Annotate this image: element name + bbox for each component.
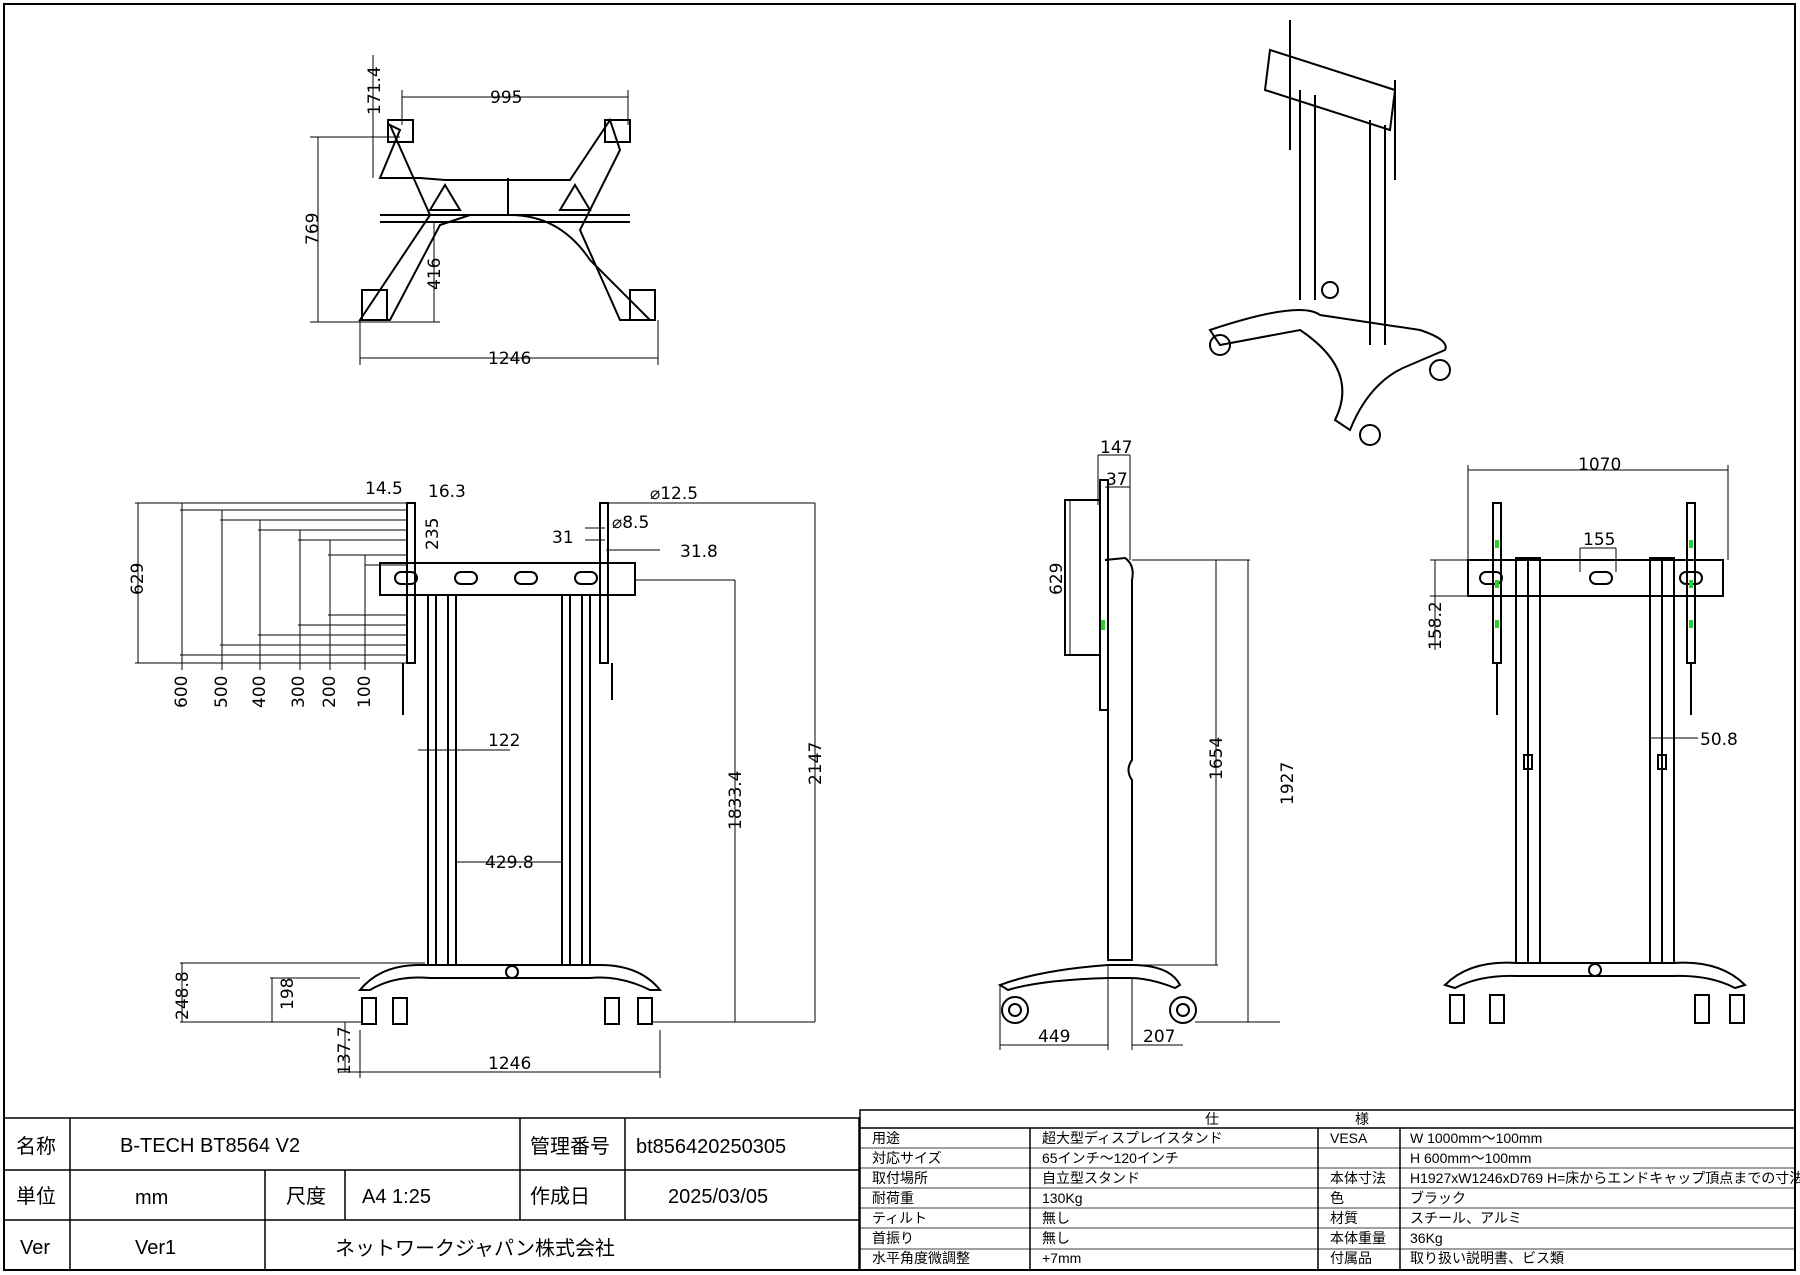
scale-value: A4 1:25	[362, 1186, 431, 1208]
dim-front-31-8: 31.8	[680, 542, 718, 562]
dim-front-12-5: ⌀12.5	[650, 484, 698, 504]
mgmt-label: 管理番号	[530, 1135, 610, 1158]
vesa-height-200: 200	[320, 676, 340, 708]
vesa-height-100: 100	[355, 676, 375, 708]
dim-front-31: 31	[552, 528, 574, 548]
dim-side-37: 37	[1106, 470, 1128, 490]
dim-front-16-3: 16.3	[428, 482, 466, 502]
spec-cell-v2: H1927xW1246xD769 H=床からエンドキャップ頂点までの寸法	[1410, 1170, 1800, 1186]
spec-cell-k1: 首振り	[872, 1230, 914, 1246]
spec-cell-v1: 超大型ディスプレイスタンド	[1042, 1130, 1223, 1146]
front-view	[357, 502, 663, 1025]
spec-cell-v2: 36Kg	[1410, 1230, 1443, 1246]
rear-view-green-marks	[1101, 540, 1693, 630]
name-label: 名称	[16, 1135, 56, 1158]
spec-cell-v1: 65インチ～120インチ	[1042, 1150, 1179, 1166]
spec-cell-v2: ブラック	[1410, 1190, 1466, 1206]
dim-front-8-5: ⌀8.5	[612, 513, 649, 533]
dim-front-629: 629	[128, 563, 148, 595]
rear-view-dims	[1430, 465, 1729, 739]
dim-rear-1070: 1070	[1578, 455, 1621, 475]
vesa-height-300: 300	[289, 676, 309, 708]
dim-side-207: 207	[1143, 1027, 1175, 1047]
dim-top-769: 769	[303, 213, 323, 245]
spec-cell-k1: 用途	[872, 1130, 900, 1146]
dim-top-171: 171.4	[365, 66, 385, 115]
date-value: 2025/03/05	[668, 1186, 768, 1208]
spec-cell-v2: H 600mm～100mm	[1410, 1150, 1531, 1166]
dim-front-137-7: 137.7	[335, 1026, 355, 1075]
dim-rear-155: 155	[1583, 530, 1615, 550]
dim-top-1246: 1246	[488, 349, 531, 369]
spec-cell-k1: 耐荷重	[872, 1190, 914, 1206]
ver-label: Ver	[20, 1237, 50, 1259]
unit-value: mm	[135, 1187, 168, 1209]
dim-front-248-8: 248.8	[173, 971, 193, 1020]
spec-cell-k2: 本体重量	[1330, 1230, 1386, 1246]
dim-front-2147: 2147	[806, 742, 826, 785]
front-view-dims	[135, 502, 816, 1078]
spec-cell-v2: 取り扱い説明書、ビス類	[1410, 1250, 1564, 1266]
dim-side-449: 449	[1038, 1027, 1070, 1047]
dim-front-122: 122	[488, 731, 520, 751]
dim-rear-158-2: 158.2	[1426, 601, 1446, 650]
spec-cell-v1: 無し	[1042, 1210, 1070, 1226]
dim-side-147: 147	[1100, 438, 1132, 458]
scale-label: 尺度	[286, 1185, 326, 1208]
vesa-height-400: 400	[250, 676, 270, 708]
spec-cell-v2: W 1000mm～100mm	[1410, 1130, 1542, 1146]
spec-cell-v1: 自立型スタンド	[1042, 1170, 1140, 1186]
spec-rows: 用途 超大型ディスプレイスタンド VESA W 1000mm～100mm 対応サイズ 65…	[872, 1130, 1800, 1266]
date-label: 作成日	[530, 1185, 590, 1208]
unit-label: 単位	[16, 1185, 56, 1208]
rear-view	[1443, 502, 1747, 1024]
spec-cell-v1: 130Kg	[1042, 1190, 1082, 1206]
dim-front-1833-4: 1833.4	[726, 771, 746, 830]
spec-row-lines	[860, 1147, 1795, 1250]
spec-cell-k2: 本体寸法	[1330, 1170, 1386, 1186]
dim-front-429-8: 429.8	[485, 853, 534, 873]
dim-front-198: 198	[278, 978, 298, 1010]
side-view-dims	[999, 454, 1280, 1050]
vesa-height-600: 600	[172, 676, 192, 708]
dim-front-1246: 1246	[488, 1054, 531, 1074]
spec-cell-k1: 取付場所	[872, 1170, 928, 1186]
spec-cell-k2: 材質	[1330, 1210, 1358, 1226]
top-view-dims	[310, 55, 659, 365]
title-block	[3, 1117, 860, 1271]
dim-side-1654: 1654	[1207, 737, 1227, 780]
mgmt-value: bt856420250305	[636, 1136, 786, 1158]
dim-front-235: 235	[423, 518, 443, 550]
spec-cell-k2: VESA	[1330, 1130, 1368, 1146]
dim-side-629: 629	[1047, 563, 1067, 595]
dim-side-1927: 1927	[1278, 762, 1298, 805]
spec-cell-k2: 色	[1330, 1190, 1344, 1206]
vesa-height-labels: 600 500 400 300 200 100	[172, 676, 375, 708]
top-view	[358, 117, 656, 321]
dim-front-14-5: 14.5	[365, 479, 403, 499]
dim-top-416: 416	[425, 258, 445, 290]
dim-rear-50-8: 50.8	[1700, 730, 1738, 750]
vesa-height-500: 500	[212, 676, 232, 708]
isometric-view	[1208, 20, 1451, 446]
company-name: ネットワークジャパン株式会社	[335, 1237, 615, 1260]
spec-cell-k1: 対応サイズ	[872, 1150, 942, 1166]
spec-cell-k2: 付属品	[1330, 1250, 1372, 1266]
spec-header-left: 仕	[1205, 1111, 1219, 1127]
spec-cell-k1: 水平角度微調整	[872, 1250, 970, 1266]
ver-value: Ver1	[135, 1237, 176, 1259]
spec-header-right: 様	[1355, 1111, 1369, 1127]
spec-cell-k1: ティルト	[872, 1210, 927, 1226]
spec-cell-v2: スチール、アルミ	[1410, 1210, 1522, 1226]
name-value: B-TECH BT8564 V2	[120, 1135, 300, 1157]
dim-top-995: 995	[490, 88, 522, 108]
spec-cell-v1: +7mm	[1042, 1250, 1081, 1266]
spec-table	[859, 1109, 1796, 1271]
side-view	[997, 479, 1197, 1024]
spec-cell-v1: 無し	[1042, 1230, 1070, 1246]
